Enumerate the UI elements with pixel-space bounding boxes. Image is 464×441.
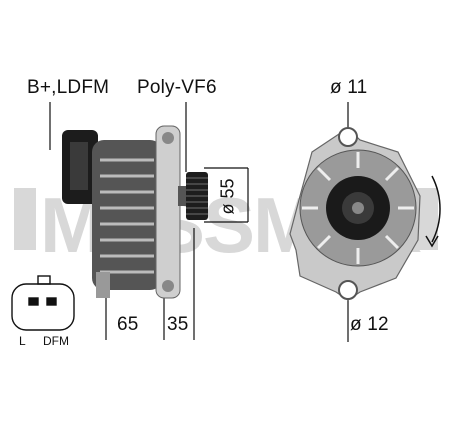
side-pulley-grooves: [186, 177, 208, 215]
front-pulley-nut: [352, 202, 364, 214]
plug-pin-right-label: DFM: [43, 334, 69, 348]
watermark-bar-left: [14, 188, 36, 250]
side-connector-inner: [70, 142, 88, 190]
front-fan-blades: [302, 152, 414, 264]
side-shaft: [178, 186, 188, 206]
alternator-front-view: [289, 127, 421, 301]
side-mount-bottom: [162, 280, 174, 292]
watermark-bar-right: [416, 188, 438, 250]
plug-key: [37, 275, 51, 285]
rotation-arrow-head: [425, 235, 439, 248]
side-body: [92, 140, 162, 290]
front-mount-bottom: [338, 280, 358, 300]
side-mount-top: [162, 132, 174, 144]
side-body-ribs: [100, 158, 154, 274]
plug-symbol: [11, 275, 75, 331]
diameter-top-label: ø 11: [330, 77, 368, 98]
diameter-pulley-label: ø 55: [217, 178, 238, 215]
rotation-arc: [431, 175, 441, 243]
side-front-housing: [155, 125, 181, 299]
pulley-type-label: Poly-VF6: [137, 77, 217, 98]
plug-pin-left-label: L: [19, 334, 26, 348]
side-rear-mount: [96, 272, 110, 298]
dim-left-label: 65: [117, 314, 139, 335]
plug-outline: [11, 283, 75, 331]
dim-right-label: 35: [167, 314, 189, 335]
plug-pin-left: [28, 297, 39, 306]
diameter-bottom-label: ø 12: [350, 314, 389, 335]
plug-pin-right: [46, 297, 57, 306]
dimension-lines: [49, 102, 349, 342]
alternator-side-view: [62, 125, 208, 299]
connector-label: B+,LDFM: [27, 77, 110, 98]
rotation-arrow: [425, 175, 441, 248]
front-mount-top: [338, 127, 358, 147]
